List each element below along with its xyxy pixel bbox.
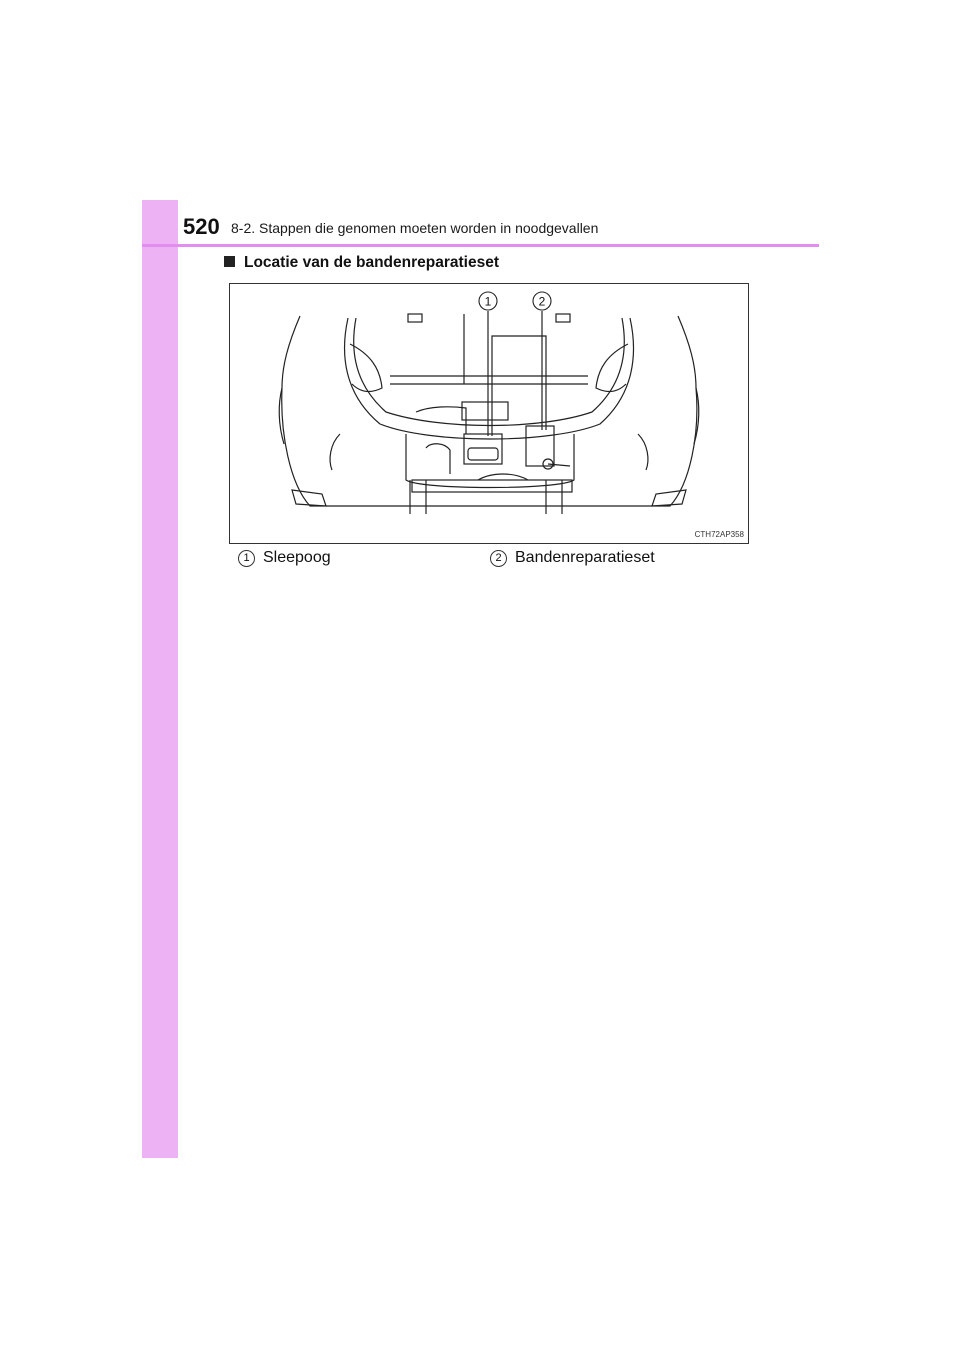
header-rule bbox=[142, 244, 819, 247]
square-bullet-icon bbox=[224, 256, 235, 267]
callout-2-label: 2 bbox=[539, 295, 546, 309]
page-number: 520 bbox=[183, 214, 220, 239]
callout-1-label: 1 bbox=[485, 295, 492, 309]
chapter-side-tab bbox=[142, 200, 178, 1158]
trunk-illustration: 1 2 CTH72AP358 bbox=[229, 283, 749, 544]
legend-item-1: 1 Sleepoog bbox=[238, 549, 331, 567]
legend-item-2: 2 Bandenreparatieset bbox=[490, 549, 655, 567]
legend-label-1: Sleepoog bbox=[263, 549, 331, 566]
legend-number-1: 1 bbox=[238, 549, 255, 567]
chapter-title: 8-2. Stappen die genomen moeten worden i… bbox=[231, 220, 599, 236]
legend-label-2: Bandenreparatieset bbox=[515, 549, 655, 566]
callout-markers: 1 2 bbox=[478, 291, 552, 311]
trunk-drawing bbox=[278, 311, 700, 514]
section-heading-text: Locatie van de bandenreparatieset bbox=[244, 254, 499, 271]
figure-code: CTH72AP358 bbox=[694, 530, 744, 539]
legend-number-2: 2 bbox=[490, 549, 507, 567]
section-heading: Locatie van de bandenreparatieset bbox=[224, 254, 499, 272]
callout-1-marker bbox=[478, 291, 498, 311]
callout-2-marker bbox=[532, 291, 552, 311]
